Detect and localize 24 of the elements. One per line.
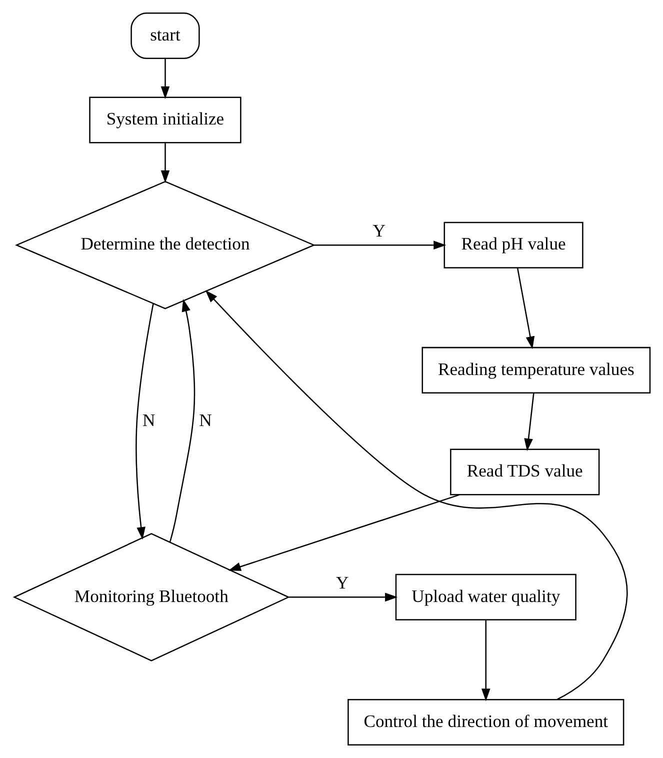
- node-diamond: Determine the detection: [14, 180, 315, 310]
- node-box: Control the direction of movement: [347, 699, 624, 746]
- arrow: [480, 620, 490, 702]
- arrow: [204, 290, 628, 700]
- arrow: [228, 494, 460, 571]
- node-box: Upload water quality: [394, 574, 576, 620]
- node-box: System initialize: [88, 96, 241, 144]
- edge-label: N: [198, 410, 212, 430]
- arrow: [160, 58, 170, 99]
- arrow: [160, 143, 170, 183]
- arrow: [135, 304, 154, 540]
- edge-label: Y: [336, 572, 348, 593]
- node-diamond: Monitoring Bluetooth: [12, 532, 290, 662]
- node-box: Read pH value: [443, 222, 583, 268]
- arrow: [288, 592, 398, 602]
- edge-label: N: [142, 410, 155, 430]
- edge-label: Y: [372, 220, 385, 241]
- node-box: Read TDS value: [450, 448, 600, 496]
- arrow: [313, 240, 446, 250]
- arrow: [524, 392, 534, 452]
- node-box: Reading temperature values: [421, 346, 650, 394]
- arrow: [168, 299, 195, 542]
- node-box: start: [130, 12, 200, 59]
- arrow: [516, 268, 534, 350]
